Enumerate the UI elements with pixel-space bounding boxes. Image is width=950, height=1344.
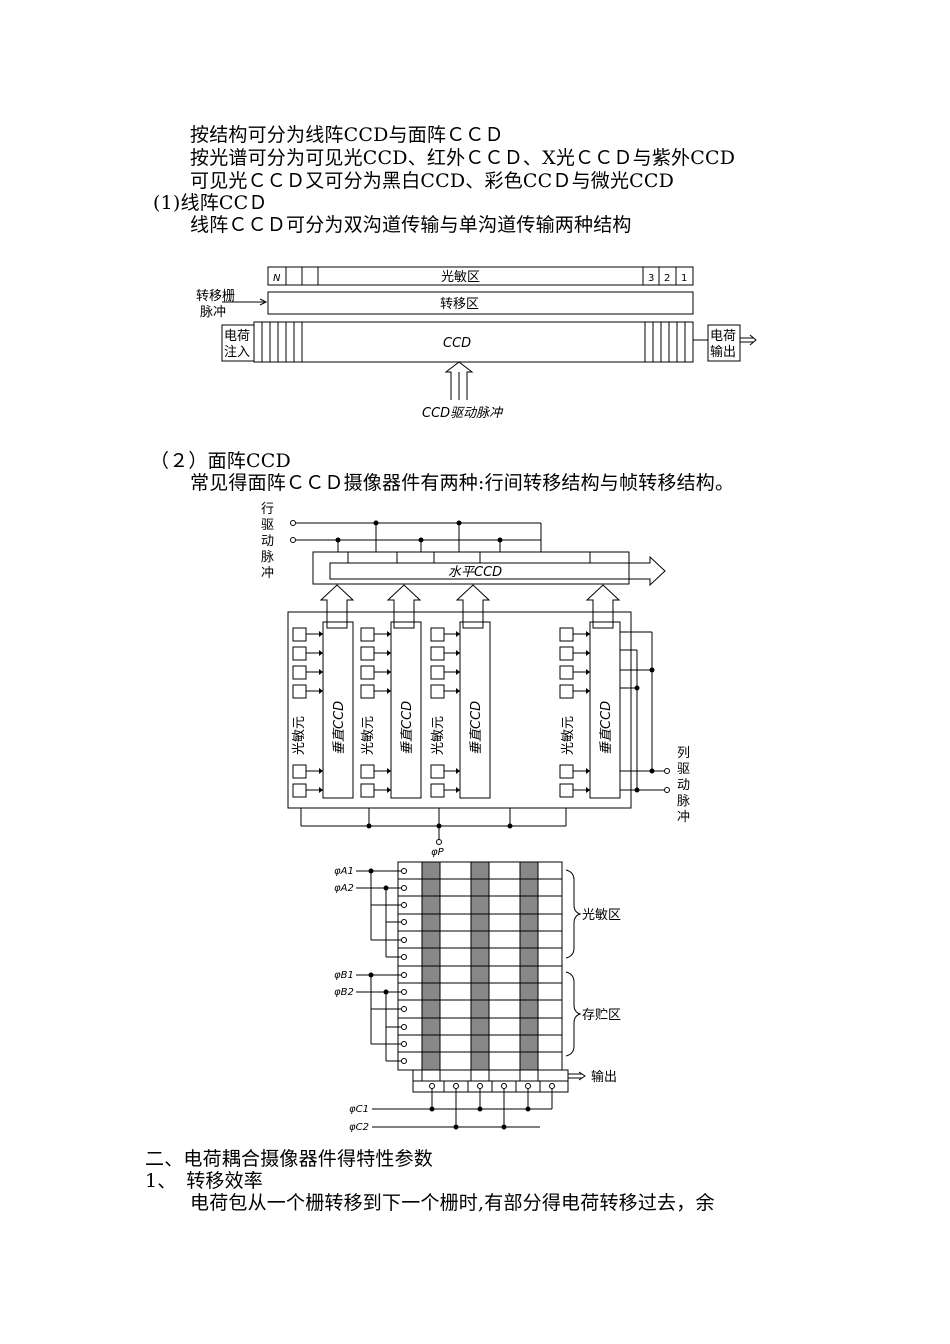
row-drive-char-5: 冲 (261, 566, 274, 581)
phi-b1-label: φB1 (334, 970, 354, 981)
col-drive-char-1: 列 (677, 746, 690, 761)
vertical-ccd-label-4: 垂直CCD (599, 701, 614, 755)
subheading-transfer-efficiency: 1、 转移效率 (145, 1170, 263, 1192)
charge-output-label-1: 电荷 (710, 329, 736, 344)
charge-output-label-2: 输出 (710, 344, 736, 360)
text-line-area: 常见得面阵ＣＣＤ摄像器件有两种:行间转移结构与帧转移结构。 (190, 472, 735, 494)
transfer-zone-label: 转移区 (440, 297, 479, 312)
row-drive-char-1: 行 (261, 502, 274, 517)
phi-a1-label: φA1 (334, 866, 354, 877)
ccd-drive-pulse-label: CCD驱动脉冲 (422, 406, 504, 421)
text-line-spectrum: 按光谱可分为可见光CCD、红外ＣＣＤ、X光ＣＣＤ与紫外CCD (190, 147, 736, 169)
cell-2-label: 2 (664, 273, 670, 284)
heading-area-ccd: （２）面阵CCD (150, 450, 291, 472)
photo-element-label-4: 光敏元 (561, 716, 576, 755)
ccd-register-label: CCD (443, 336, 471, 351)
phi-a2-label: φA2 (334, 883, 354, 894)
text-line-linear: 线阵ＣＣＤ可分为双沟道传输与单沟道传输两种结构 (190, 214, 632, 236)
col-drive-char-3: 动 (677, 778, 690, 793)
vertical-ccd-label-1: 垂直CCD (332, 701, 347, 755)
section-heading-params: 二、电荷耦合摄像器件得特性参数 (145, 1148, 434, 1170)
text-line-efficiency: 电荷包从一个栅转移到下一个栅时,有部分得电荷转移过去，余 (190, 1192, 715, 1214)
horizontal-ccd-label: 水平CCD (448, 565, 502, 580)
photo-element-label-3: 光敏元 (431, 716, 446, 755)
col-drive-char-2: 驱 (677, 762, 690, 777)
charge-injection-label-2: 注入 (224, 345, 250, 360)
output-label: 输出 (591, 1069, 617, 1085)
transfer-gate-pulse-label: 脉冲 (200, 305, 226, 320)
photo-element-label-2: 光敏元 (361, 716, 376, 755)
vertical-ccd-label-2: 垂直CCD (400, 701, 415, 755)
photosensitive-zone-label: 光敏区 (441, 270, 480, 285)
cell-1-label: 1 (681, 273, 687, 284)
cell-3-label: 3 (648, 273, 654, 284)
phi-c1-label: φC1 (349, 1104, 369, 1115)
col-drive-char-5: 冲 (677, 810, 690, 825)
row-drive-char-3: 动 (261, 534, 274, 549)
text-line-structure: 按结构可分为线阵CCD与面阵ＣＣＤ (190, 124, 504, 146)
heading-linear-ccd: (1)线阵CCＤ (153, 192, 268, 214)
photosensitive-zone-label-2: 光敏区 (582, 908, 621, 923)
text-line-visible: 可见光ＣＣＤ又可分为黑白CCD、彩色CCＤ与微光CCD (190, 170, 675, 192)
transfer-gate-label: 转移栅 (196, 289, 235, 304)
vertical-ccd-label-3: 垂直CCD (469, 701, 484, 755)
phi-c2-label: φC2 (349, 1122, 369, 1133)
cell-n-label: N (273, 273, 281, 284)
charge-injection-label-1: 电荷 (224, 329, 250, 344)
row-drive-char-4: 脉 (261, 550, 274, 565)
storage-zone-label: 存贮区 (582, 1008, 621, 1023)
phi-p-label: φP (431, 847, 445, 858)
photo-element-label-1: 光敏元 (292, 716, 307, 755)
row-drive-char-2: 驱 (261, 518, 274, 533)
col-drive-char-4: 脉 (677, 794, 690, 809)
phi-b2-label: φB2 (334, 987, 354, 998)
